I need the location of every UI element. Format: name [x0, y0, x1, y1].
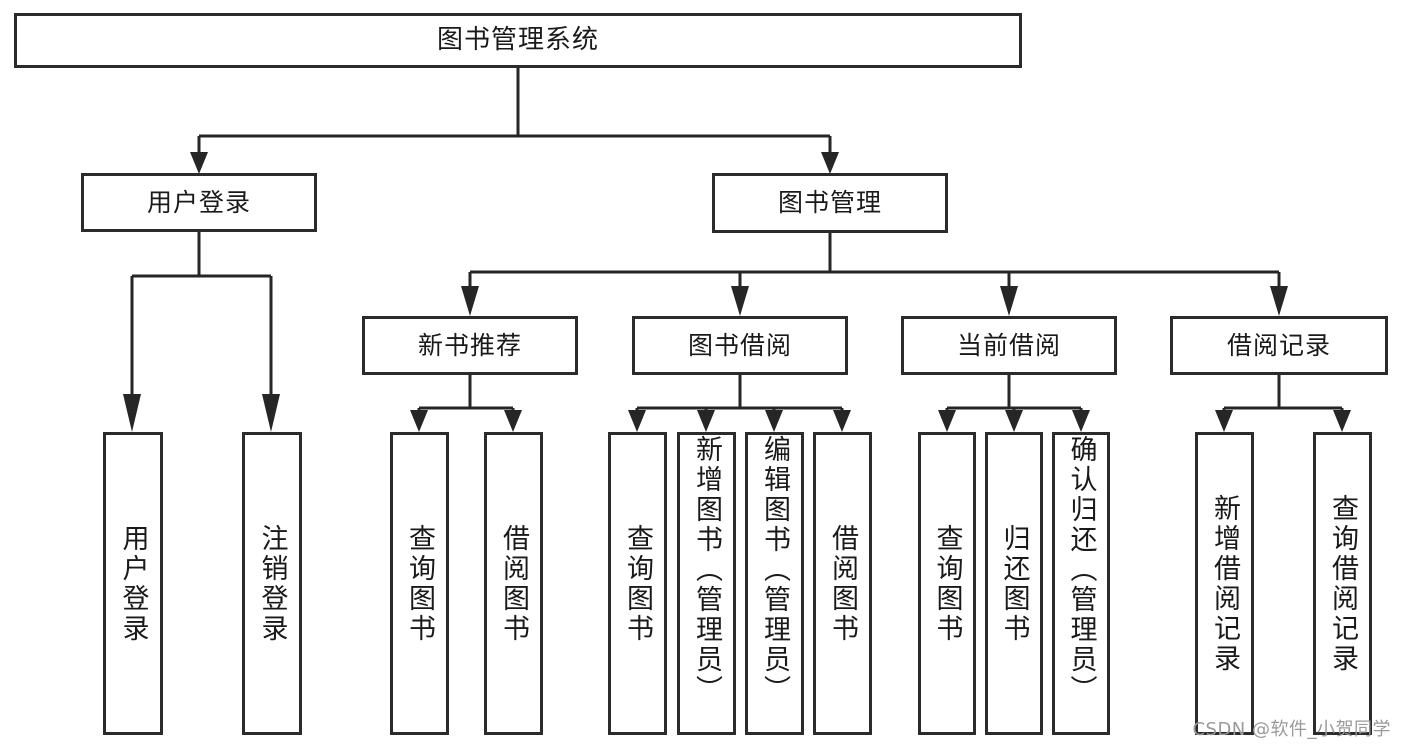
node-group-book-borrow[interactable]: 图书借阅	[632, 316, 848, 375]
node-leaf-edit-book-admin[interactable]: 编辑图书（管理员）	[745, 432, 804, 735]
node-label: 图书管理系统	[436, 24, 599, 55]
node-label: 借阅记录	[1226, 330, 1331, 360]
arrowhead-g1-leaf-1	[410, 410, 428, 432]
arrowhead-leaf-1	[123, 394, 141, 432]
node-label: 注销登录	[256, 523, 288, 644]
arrowhead-g2-leaf-4	[833, 410, 851, 432]
node-branch-user-login[interactable]: 用户登录	[81, 173, 317, 232]
arrowhead-group-3	[1000, 286, 1018, 316]
arrowhead-group-2	[731, 286, 749, 316]
node-label: 查询图书	[622, 523, 653, 644]
arrowhead-g4-leaf-2	[1333, 410, 1351, 432]
node-label: 编辑图书（管理员）	[759, 435, 790, 705]
node-leaf-confirm-return-admin[interactable]: 确认归还（管理员）	[1052, 432, 1110, 735]
node-root-book-management-system[interactable]: 图书管理系统	[14, 13, 1022, 68]
arrowhead-group-4	[1270, 286, 1288, 316]
arrowhead-book-manage	[821, 152, 839, 174]
arrowhead-g3-leaf-3	[1072, 410, 1090, 432]
node-label: 借阅图书	[498, 523, 529, 644]
node-leaf-add-book-admin[interactable]: 新增图书（管理员）	[677, 432, 736, 735]
arrowhead-g2-leaf-2	[697, 410, 715, 432]
node-label: 查询图书	[404, 523, 435, 644]
arrowhead-leaf-2	[262, 394, 280, 432]
arrowhead-group-1	[461, 286, 479, 316]
arrowhead-g2-leaf-1	[628, 410, 646, 432]
arrowhead-g4-leaf-1	[1215, 410, 1233, 432]
arrowhead-g1-leaf-2	[504, 410, 522, 432]
node-leaf-query-borrow-record[interactable]: 查询借阅记录	[1313, 432, 1372, 735]
node-leaf-query-book-borrow[interactable]: 查询图书	[608, 432, 667, 735]
node-group-borrow-record[interactable]: 借阅记录	[1170, 316, 1388, 375]
node-label: 用户登录	[117, 523, 149, 644]
node-branch-book-management[interactable]: 图书管理	[712, 173, 948, 233]
node-group-current-borrow[interactable]: 当前借阅	[901, 316, 1117, 375]
arrowhead-g3-leaf-1	[938, 410, 956, 432]
node-leaf-borrow-book[interactable]: 借阅图书	[813, 432, 872, 735]
node-leaf-query-book-current[interactable]: 查询图书	[918, 432, 976, 735]
node-label: 当前借阅	[956, 330, 1061, 360]
arrowhead-user-login	[190, 152, 208, 174]
arrowhead-g2-leaf-3	[765, 410, 783, 432]
node-leaf-query-book-recommend[interactable]: 查询图书	[390, 432, 449, 735]
node-label: 新书推荐	[417, 330, 522, 360]
node-leaf-add-borrow-record[interactable]: 新增借阅记录	[1195, 432, 1254, 735]
node-label: 确认归还（管理员）	[1065, 435, 1097, 705]
node-label: 借阅图书	[827, 523, 858, 644]
node-label: 图书管理	[777, 188, 882, 217]
node-group-new-book-recommend[interactable]: 新书推荐	[362, 316, 578, 375]
node-label: 图书借阅	[687, 330, 792, 360]
node-label: 用户登录	[146, 187, 251, 217]
node-label: 查询图书	[931, 523, 963, 644]
node-label: 新增图书（管理员）	[691, 435, 722, 705]
csdn-watermark: CSDN @软件_小贺同学	[1192, 719, 1391, 740]
node-leaf-user-login[interactable]: 用户登录	[103, 432, 163, 735]
node-leaf-borrow-book-recommend[interactable]: 借阅图书	[484, 432, 543, 735]
node-label: 新增借阅记录	[1209, 493, 1240, 674]
node-label: 查询借阅记录	[1327, 493, 1358, 674]
node-leaf-logout[interactable]: 注销登录	[242, 432, 302, 735]
arrowhead-g3-leaf-2	[1005, 410, 1023, 432]
node-label: 归还图书	[998, 523, 1030, 644]
node-leaf-return-book[interactable]: 归还图书	[985, 432, 1043, 735]
